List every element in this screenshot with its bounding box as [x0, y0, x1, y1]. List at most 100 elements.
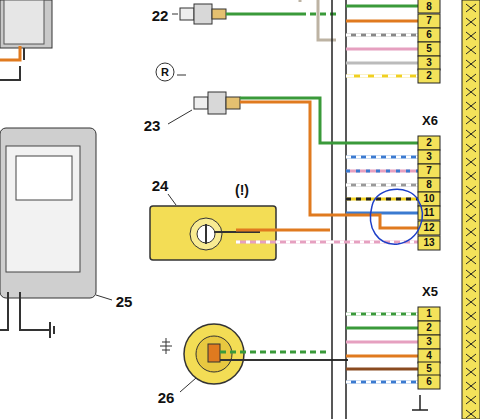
- pin-number: 8: [426, 179, 432, 191]
- pin-number: 5: [426, 363, 432, 375]
- green-wire-23: [240, 98, 320, 130]
- cross-mark: [466, 326, 476, 334]
- sensor-26-inner: [196, 336, 232, 372]
- orange-wire-24: [236, 229, 330, 232]
- cross-mark: [466, 32, 476, 40]
- part-25-body: [0, 128, 96, 298]
- pin-number: 11: [424, 207, 435, 219]
- pin-number: 8: [426, 1, 432, 13]
- black-wire-26: [220, 359, 330, 361]
- reverse-symbol-letter: R: [161, 66, 169, 79]
- sensor-23-tip: [194, 97, 208, 109]
- wire-bundle: [332, 0, 346, 419]
- leader-25: [96, 295, 112, 300]
- cross-mark: [466, 228, 476, 236]
- pin-number: 2: [426, 137, 432, 149]
- reverse-symbol-tick: [177, 75, 186, 76]
- cross-mark: [466, 186, 476, 194]
- warning-symbol: (!): [235, 182, 249, 198]
- ground-mark: [412, 395, 428, 410]
- orange-wire: [0, 46, 20, 60]
- sensor-26-terminal: [208, 344, 220, 362]
- cross-mark: [466, 46, 476, 54]
- pin-number: 6: [426, 376, 432, 388]
- pink-wire-24-stripe: [236, 241, 330, 244]
- black-wire: [0, 66, 20, 80]
- cross-mark: [466, 242, 476, 250]
- cross-mark: [466, 102, 476, 110]
- temp-symbol: [160, 338, 172, 354]
- cross-mark: [466, 116, 476, 124]
- cross-mark: [466, 4, 476, 12]
- callout-number: 26: [158, 389, 175, 406]
- cross-marks: [466, 4, 476, 418]
- cross-mark: [466, 144, 476, 152]
- coil-face: [4, 0, 44, 44]
- cross-mark: [466, 158, 476, 166]
- leader-26: [180, 378, 196, 392]
- leader-23: [168, 110, 192, 124]
- cross-mark: [466, 214, 476, 222]
- sensor-22-terminal: [212, 9, 226, 19]
- cross-mark: [466, 256, 476, 264]
- cross-mark: [466, 130, 476, 138]
- cross-mark: [466, 382, 476, 390]
- connector-cells: [418, 0, 440, 389]
- sensor-22-hex: [194, 4, 212, 24]
- cross-mark: [466, 298, 476, 306]
- ground-wire: [0, 292, 8, 330]
- pin-number: 4: [426, 350, 432, 362]
- cross-mark: [466, 88, 476, 96]
- connector-top-wires: [346, 6, 418, 76]
- leader-24: [168, 194, 176, 205]
- cross-mark: [466, 312, 476, 320]
- connector-x5-wires: [346, 314, 418, 382]
- sensor-23-hex: [208, 92, 226, 114]
- right-connector-strip: [462, 0, 480, 419]
- cross-mark: [466, 270, 476, 278]
- pin-number: 3: [426, 57, 432, 69]
- pin-number: 6: [426, 29, 432, 41]
- connector-name: X5: [422, 285, 438, 300]
- pin-number: 5: [426, 43, 432, 55]
- sensor-26-body: [184, 324, 244, 384]
- cross-mark: [466, 368, 476, 376]
- pin-number: 7: [426, 15, 432, 27]
- pin-number: 7: [426, 165, 432, 177]
- pin-number: 12: [423, 222, 434, 234]
- leader-22: [172, 14, 178, 15]
- cross-mark: [466, 60, 476, 68]
- sensor-22-tip: [180, 8, 194, 20]
- green-wire-26: [220, 351, 330, 354]
- callout-number: 22: [152, 7, 169, 24]
- warning-lamp-body: [150, 206, 276, 260]
- connector-x6-wires: [320, 130, 418, 242]
- pin-number: 10: [423, 193, 434, 205]
- green-wire: [226, 13, 300, 16]
- cross-mark: [466, 200, 476, 208]
- callout-number: 23: [144, 117, 161, 134]
- orange-wire-23: [240, 102, 330, 215]
- cross-mark: [466, 172, 476, 180]
- pin-number: 3: [426, 151, 432, 163]
- cross-mark: [466, 410, 476, 418]
- gray-wire: [300, 0, 336, 40]
- sensor-23-terminal: [226, 97, 240, 109]
- pin-number: 1: [426, 308, 432, 320]
- part-25-inner: [16, 156, 72, 200]
- terminal: [23, 48, 25, 60]
- cross-mark: [466, 396, 476, 404]
- pink-wire-24: [236, 241, 330, 244]
- callout-number: 24: [152, 177, 169, 194]
- part-25-window: [6, 146, 80, 272]
- pin-number: 3: [426, 336, 432, 348]
- connector-name: X6: [422, 114, 438, 129]
- reverse-symbol-ring: [156, 63, 174, 81]
- pin-number: 13: [423, 237, 434, 249]
- coil-body: [0, 0, 52, 48]
- hand-drawn-circle: [370, 189, 422, 244]
- pin-number: 2: [426, 322, 432, 334]
- ground-symbol: [20, 292, 54, 338]
